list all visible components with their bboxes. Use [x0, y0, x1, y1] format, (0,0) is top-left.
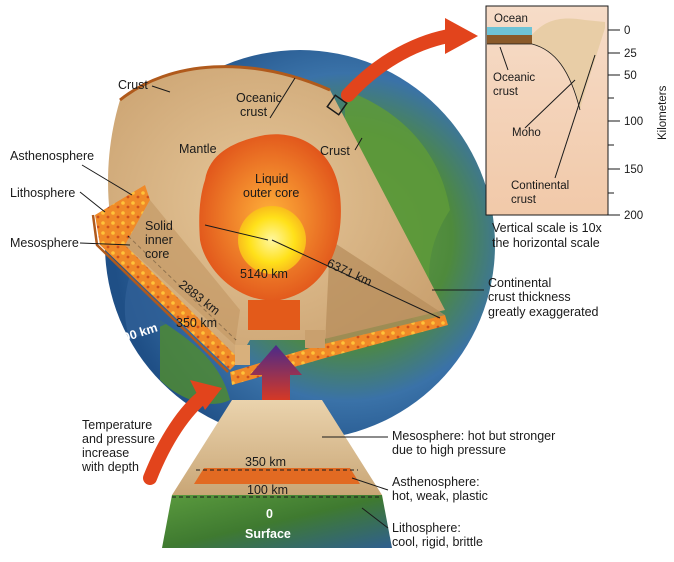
inset-oceanic-crust-label-2: crust: [493, 86, 519, 98]
continental-thickness-label-1: Continental: [488, 276, 551, 290]
temp-pressure-label-3: increase: [82, 446, 129, 460]
oceanic-crust-label-2: crust: [240, 105, 268, 119]
solid-inner-core-label-3: core: [145, 247, 169, 261]
mesosphere-desc-2: due to high pressure: [392, 443, 506, 457]
asthenosphere-label: Asthenosphere: [10, 149, 94, 163]
inset-arrow: [348, 18, 478, 95]
inset-tick-0: 0: [624, 25, 630, 37]
oceanic-crust-label-1: Oceanic: [236, 91, 282, 105]
temp-pressure-label-4: with depth: [81, 460, 139, 474]
inset-moho-label: Moho: [512, 127, 541, 139]
inset-tick-100: 100: [624, 116, 643, 128]
crust-inset: Ocean Oceanic crust Moho Continental cru…: [486, 6, 669, 250]
inset-caption-2: the horizontal scale: [492, 236, 600, 250]
mantle-label: Mantle: [179, 142, 217, 156]
asthenosphere-desc-2: hot, weak, plastic: [392, 489, 488, 503]
asthenosphere-desc-1: Asthenosphere:: [392, 475, 480, 489]
inset-axis-title: Kilometers: [657, 85, 669, 140]
inset-tick-150: 150: [624, 164, 643, 176]
inset-continental-crust-label-1: Continental: [511, 180, 569, 192]
lithosphere-desc-2: cool, rigid, brittle: [392, 535, 483, 549]
mesosphere-label: Mesosphere: [10, 236, 79, 250]
inset-tick-25: 25: [624, 48, 637, 60]
temp-pressure-label-1: Temperature: [82, 418, 152, 432]
depth-350-label: 350 km: [176, 316, 217, 330]
continental-thickness-label-3: greatly exaggerated: [488, 305, 599, 319]
wedge-surface-label: Surface: [245, 527, 291, 541]
inset-caption-1: Vertical scale is 10x: [492, 221, 603, 235]
wedge-0-label: 0: [266, 507, 273, 521]
mesosphere-desc-1: Mesosphere: hot but stronger: [392, 429, 555, 443]
solid-inner-core-label-1: Solid: [145, 219, 173, 233]
continental-thickness-label-2: crust thickness: [488, 290, 571, 304]
inset-continental-crust-label-2: crust: [511, 194, 537, 206]
inset-tick-200: 200: [624, 210, 643, 222]
wedge-350-label: 350 km: [245, 455, 286, 469]
inset-ocean-label: Ocean: [494, 13, 528, 25]
liquid-outer-core-label-2: outer core: [243, 186, 299, 200]
liquid-outer-core-label-1: Liquid: [255, 172, 288, 186]
crust-right-label: Crust: [320, 144, 350, 158]
solid-inner-core-label-2: inner: [145, 233, 173, 247]
inset-tick-50: 50: [624, 70, 637, 82]
inset-oceanic-crust-label-1: Oceanic: [493, 72, 535, 84]
radius-5140-label: 5140 km: [240, 267, 288, 281]
lithosphere-desc-1: Lithosphere:: [392, 521, 461, 535]
wedge-100-label: 100 km: [247, 483, 288, 497]
lithosphere-label: Lithosphere: [10, 186, 75, 200]
temp-pressure-label-2: and pressure: [82, 432, 155, 446]
crust-label: Crust: [118, 78, 148, 92]
